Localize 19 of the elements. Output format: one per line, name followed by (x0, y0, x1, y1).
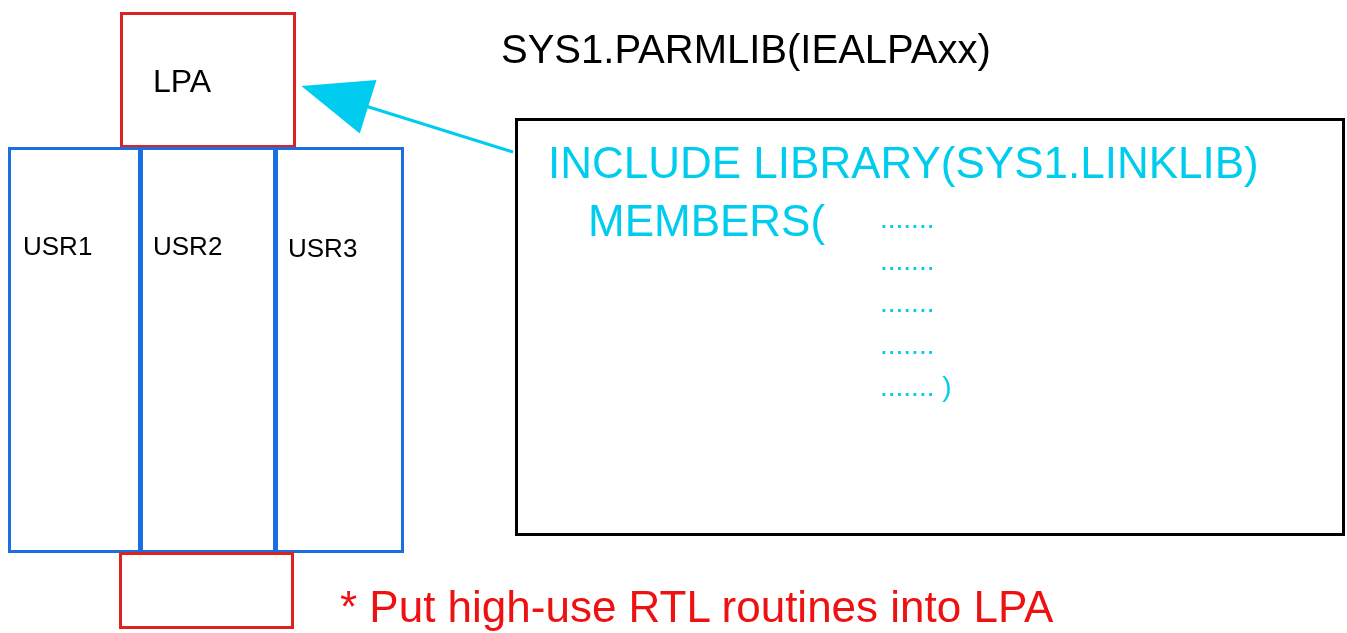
memory-area-box (120, 12, 296, 148)
code-line: MEMBERS( (588, 199, 826, 243)
node-label: LPA (153, 65, 212, 97)
node-label: USR1 (23, 233, 93, 259)
code-line: ....... (880, 205, 935, 233)
memory-area-column (275, 147, 404, 553)
arrow (301, 80, 514, 154)
note-text: * Put high-use RTL routines into LPA (340, 585, 1054, 629)
code-line: INCLUDE LIBRARY(SYS1.LINKLIB) (548, 141, 1259, 185)
code-line: ....... (880, 247, 935, 275)
code-line: ....... (880, 331, 935, 359)
code-line: ....... (880, 289, 935, 317)
memory-area-column (8, 147, 141, 553)
memory-area-column (140, 147, 276, 553)
node-label: USR3 (288, 235, 358, 261)
box-heading: SYS1.PARMLIB(IEALPAxx) (501, 29, 991, 69)
memory-area-box (119, 552, 294, 629)
code-line: ....... ) (880, 373, 952, 401)
node-label: USR2 (153, 233, 223, 259)
